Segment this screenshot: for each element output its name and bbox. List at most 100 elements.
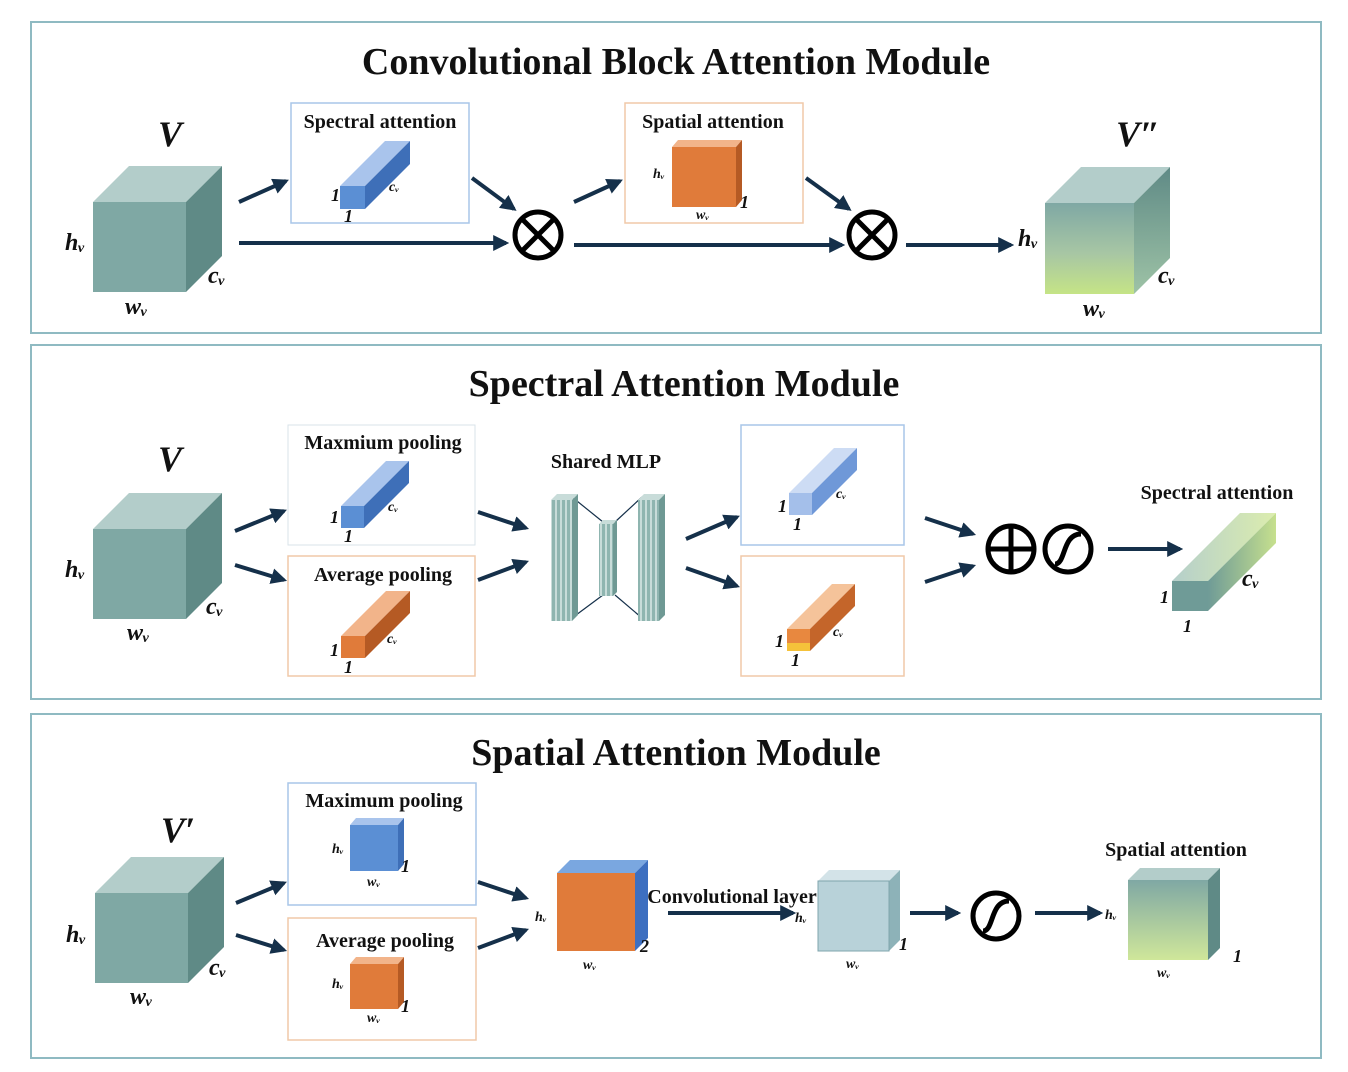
- max-pooled-vector: [341, 461, 409, 528]
- arrow: [477, 927, 529, 950]
- dim-w: wᵥ: [125, 294, 147, 320]
- input-label: V: [158, 114, 185, 154]
- panel-border: [30, 344, 1322, 700]
- dim-one: 1: [791, 650, 800, 670]
- dim-one: 1: [344, 657, 353, 677]
- dim-w: wᵥ: [1157, 966, 1170, 981]
- multiply-operator-icon: [846, 209, 898, 261]
- dim-one: 1: [401, 856, 410, 876]
- dim-c: cᵥ: [833, 625, 843, 640]
- dim-one: 1: [401, 996, 410, 1016]
- dim-one: 1: [778, 496, 787, 516]
- arrow: [804, 176, 852, 211]
- avg-pooled-vector: [341, 591, 410, 658]
- input-cube: [95, 857, 224, 983]
- dim-one: 1: [330, 640, 339, 660]
- conv-output-map: [817, 870, 900, 952]
- conv-layer-label: Convolutional layer: [647, 886, 817, 908]
- input-label: V′: [161, 810, 195, 850]
- dim-c: cᵥ: [1158, 263, 1175, 289]
- panel-title: Spectral Attention Module: [469, 363, 900, 405]
- arrow: [477, 559, 529, 582]
- sigmoid-icon: [1042, 523, 1094, 575]
- panel-cbam: Convolutional Block Attention Module V h…: [30, 21, 1322, 334]
- avg-pooling-label: Average pooling: [314, 564, 452, 586]
- shared-mlp-icon: [551, 494, 665, 621]
- arrow: [234, 508, 287, 533]
- panel-border: [30, 713, 1322, 1059]
- dim-w: wᵥ: [367, 875, 380, 890]
- dim-c: cᵥ: [1242, 566, 1259, 592]
- dim-w: wᵥ: [127, 620, 149, 646]
- dim-one: 1: [899, 934, 908, 954]
- dim-one: 1: [1160, 587, 1169, 607]
- dim-c: cᵥ: [387, 632, 397, 647]
- dim-two: 2: [639, 936, 649, 956]
- dim-w: wᵥ: [1083, 296, 1105, 322]
- spectral-vector-bar: [340, 141, 410, 209]
- avg-pooling-label: Average pooling: [316, 930, 454, 952]
- dim-h: hᵥ: [653, 167, 665, 182]
- dim-one: 1: [793, 514, 802, 534]
- avg-pooled-map: [350, 957, 404, 1009]
- dim-c: cᵥ: [209, 955, 226, 981]
- dim-h: hᵥ: [535, 910, 547, 925]
- arrow: [685, 566, 741, 590]
- dim-c: cᵥ: [836, 487, 846, 502]
- concatenated-map: [557, 860, 648, 951]
- dim-w: wᵥ: [696, 208, 709, 223]
- spatial-attention-map: [1128, 868, 1220, 960]
- input-label: V: [158, 439, 185, 479]
- arrow: [685, 514, 740, 541]
- dim-one: 1: [344, 526, 353, 546]
- dim-h: hᵥ: [1018, 226, 1038, 252]
- dim-c: cᵥ: [206, 594, 223, 620]
- panel-title: Spatial Attention Module: [471, 732, 881, 774]
- arrow: [924, 562, 977, 584]
- output-label: V″: [1116, 114, 1160, 154]
- arrow: [477, 880, 530, 902]
- spectral-attention-output-label: Spectral attention: [1141, 482, 1294, 504]
- arrow: [235, 880, 287, 905]
- shared-mlp-label: Shared MLP: [551, 451, 661, 473]
- output-cube: [1045, 167, 1170, 294]
- input-cube: [93, 166, 222, 292]
- add-operator-icon: [985, 523, 1037, 575]
- avg-pooling-box: [287, 917, 477, 1041]
- dim-h: hᵥ: [1105, 908, 1117, 923]
- dim-w: wᵥ: [846, 957, 859, 972]
- panel-spatial-attention: Spatial Attention Module V′ hᵥ cᵥ wᵥ Max…: [30, 713, 1322, 1059]
- sigmoid-icon: [970, 890, 1022, 942]
- arrow: [235, 933, 288, 954]
- arrow: [573, 179, 623, 204]
- dim-c: cᵥ: [388, 500, 398, 515]
- dim-h: hᵥ: [795, 911, 807, 926]
- dim-h: hᵥ: [332, 842, 344, 857]
- spectral-attention-label: Spectral attention: [304, 111, 457, 133]
- max-pooling-label: Maxmium pooling: [304, 432, 461, 454]
- dim-w: wᵥ: [130, 984, 152, 1010]
- dim-one: 1: [740, 192, 749, 212]
- dim-one: 1: [331, 185, 340, 205]
- multiply-operator-icon: [512, 209, 564, 261]
- dim-h: hᵥ: [65, 230, 85, 256]
- dim-one: 1: [330, 507, 339, 527]
- spectral-attention-vector: [1172, 513, 1276, 611]
- arrow: [477, 510, 530, 532]
- panel-spectral-attention: Spectral Attention Module V hᵥ cᵥ wᵥ Max…: [30, 344, 1322, 700]
- input-cube: [93, 493, 222, 619]
- dim-one: 1: [775, 631, 784, 651]
- max-pooling-label: Maximum pooling: [305, 790, 462, 812]
- dim-w: wᵥ: [367, 1011, 380, 1026]
- mlp-avg-output-vector: [787, 584, 855, 651]
- dim-h: hᵥ: [65, 557, 85, 583]
- dim-w: wᵥ: [583, 958, 596, 973]
- dim-h: hᵥ: [66, 922, 86, 948]
- spatial-attention-label: Spatial attention: [642, 111, 784, 133]
- mlp-max-output-vector: [789, 448, 857, 515]
- panel-title: Convolutional Block Attention Module: [362, 41, 990, 83]
- arrow: [470, 176, 517, 211]
- dim-one: 1: [1233, 946, 1242, 966]
- arrow: [924, 516, 977, 538]
